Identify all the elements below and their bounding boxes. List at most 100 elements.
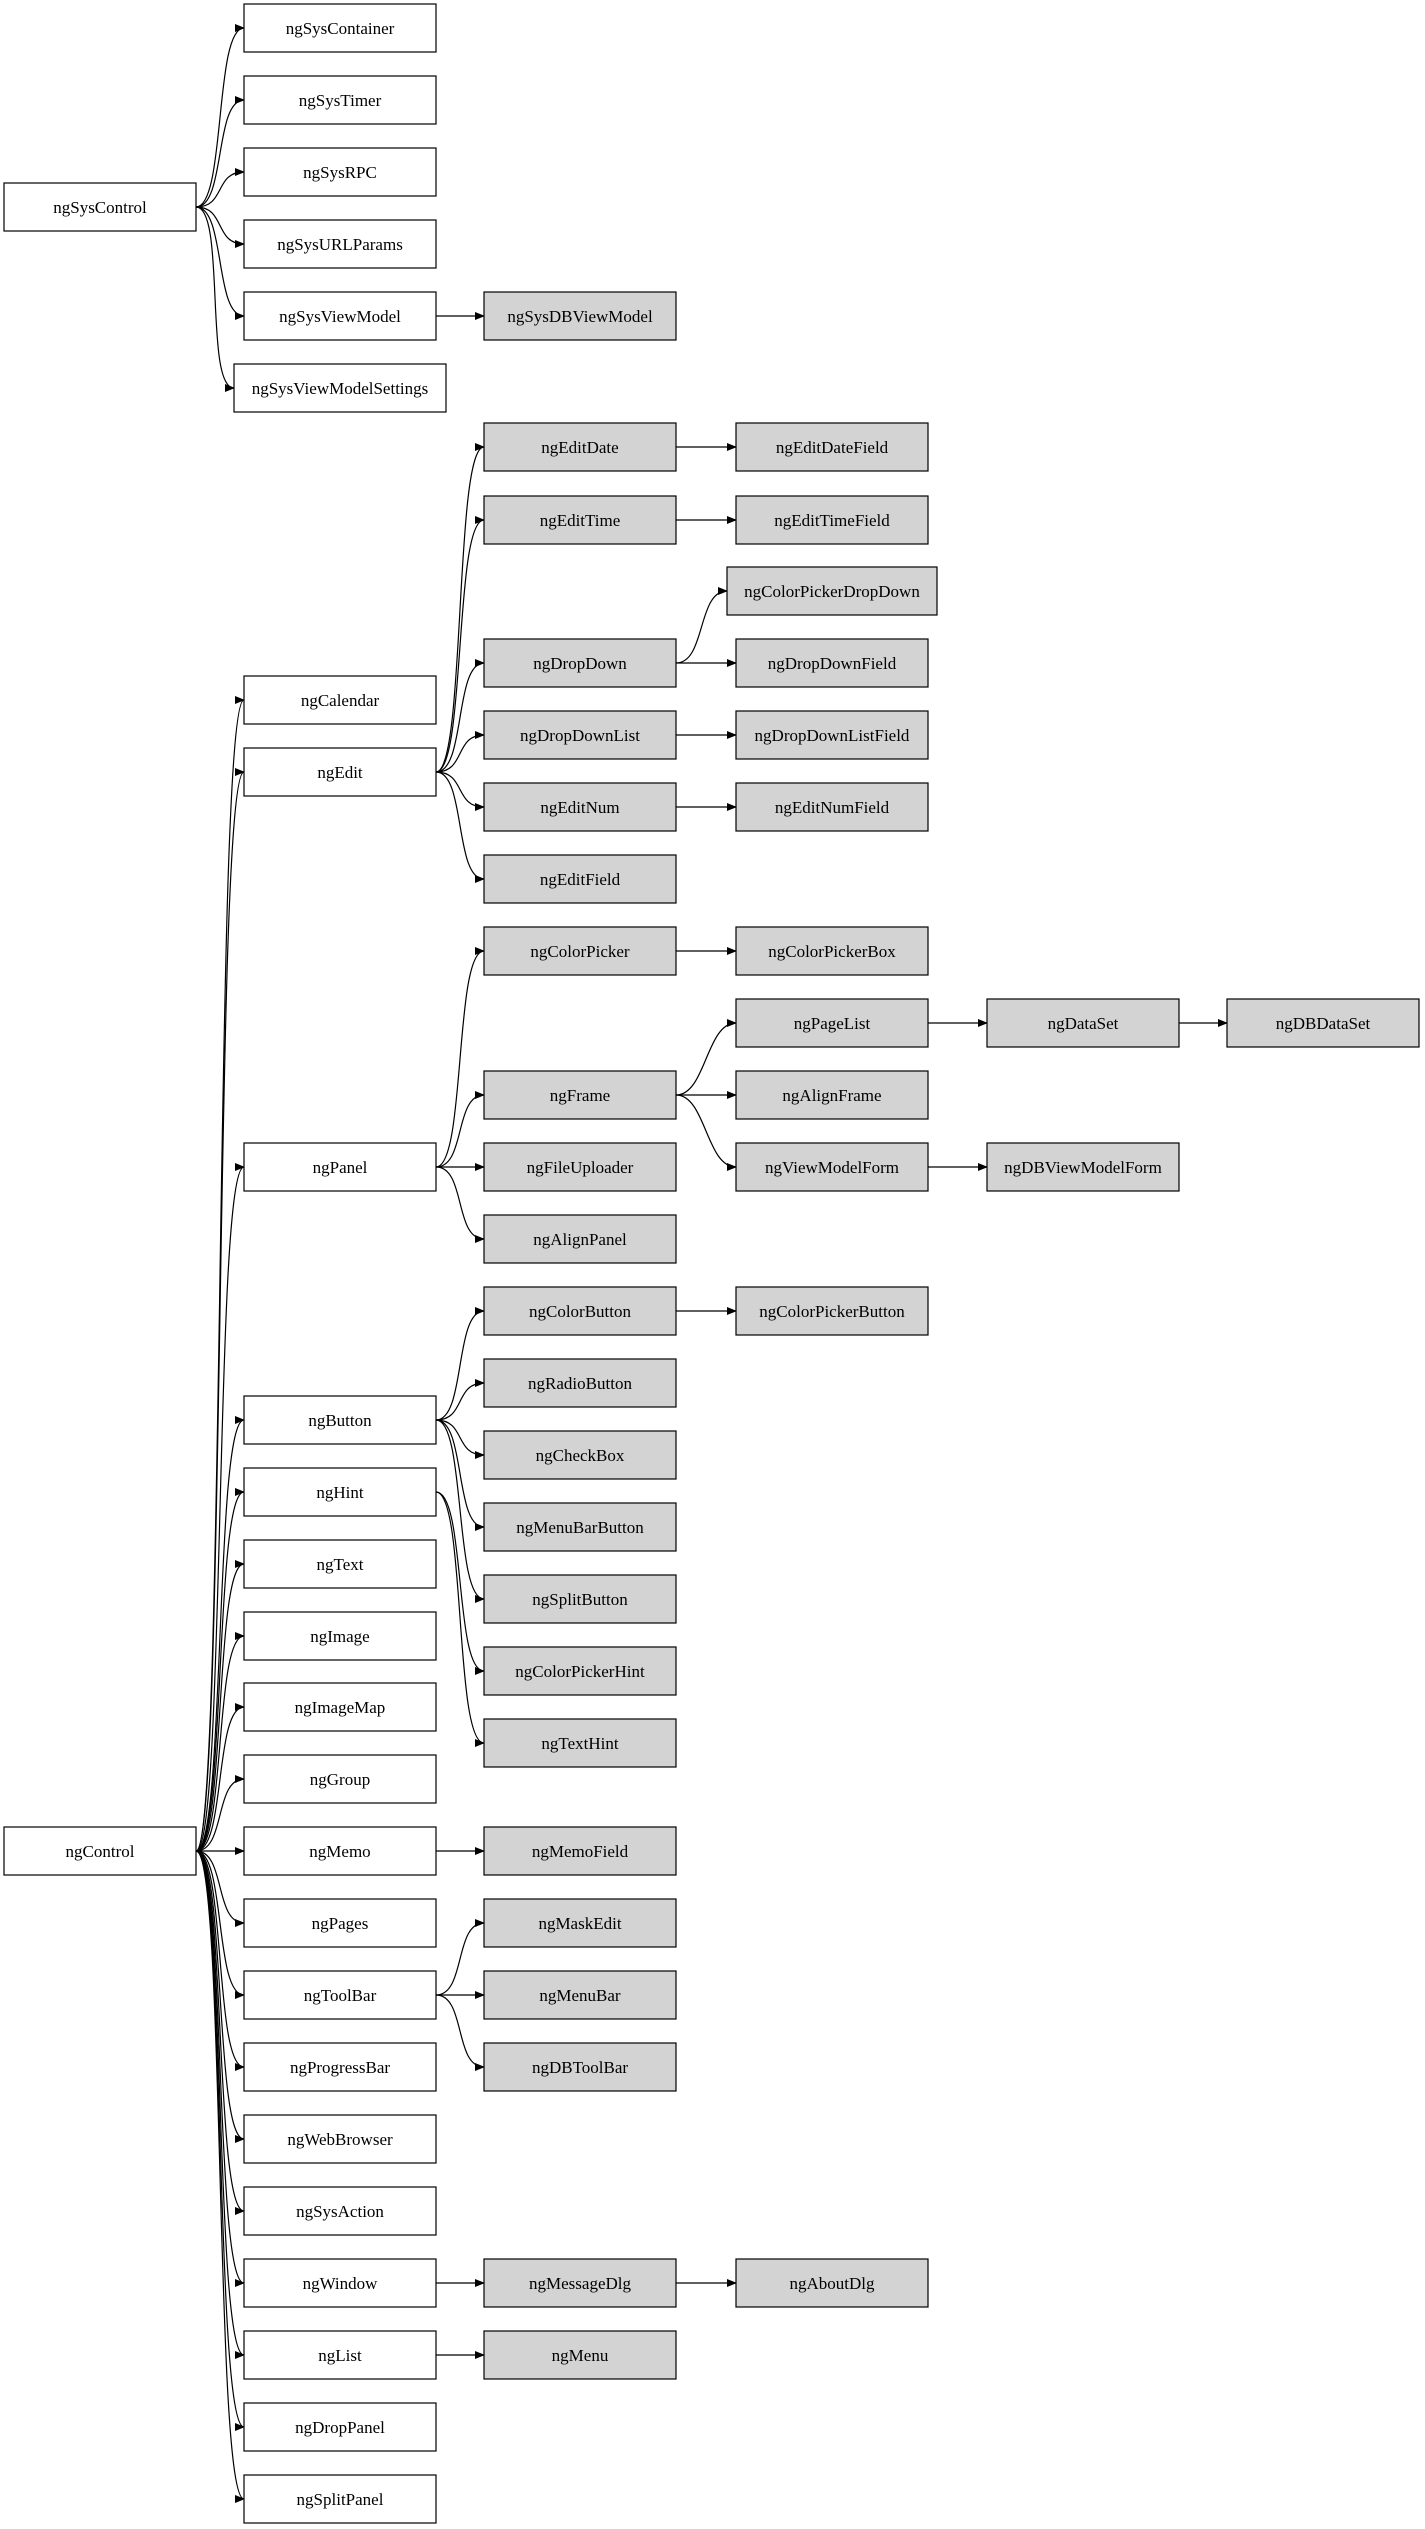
class-box (233, 363, 447, 413)
edge-ng-sys-control-to-ng-sys-rpc (195, 168, 245, 208)
class-label: ngRadioButton (528, 1374, 632, 1393)
class-box (483, 2330, 677, 2380)
class-box (243, 747, 437, 797)
class-node-ng-edit: ngEdit (243, 747, 437, 797)
class-box (986, 1142, 1180, 1192)
class-node-ng-align-frame: ngAlignFrame (735, 1070, 929, 1120)
class-label: ngFileUploader (527, 1158, 634, 1177)
edge-ng-edit-to-ng-drop-down-list (435, 731, 485, 773)
class-box (243, 2330, 437, 2380)
edge-ng-control-to-ng-web-browser (195, 1850, 245, 2143)
class-box (243, 1754, 437, 1804)
class-label: ngEditNum (540, 798, 619, 817)
class-box (243, 1395, 437, 1445)
class-label: ngSysTimer (299, 91, 382, 110)
edge-ng-panel-to-ng-color-picker (435, 947, 485, 1168)
class-label: ngSysControl (53, 198, 147, 217)
class-box (243, 291, 437, 341)
class-node-ng-color-button: ngColorButton (483, 1286, 677, 1336)
class-node-ng-image: ngImage (243, 1611, 437, 1661)
class-box (243, 2258, 437, 2308)
edge-ng-control-to-ng-drop-panel (195, 1850, 245, 2431)
class-box (243, 2474, 437, 2524)
class-box (483, 1142, 677, 1192)
class-node-ng-edit-date-field: ngEditDateField (735, 422, 929, 472)
class-box (243, 1826, 437, 1876)
class-node-ng-edit-num: ngEditNum (483, 782, 677, 832)
class-node-ng-page-list: ngPageList (735, 998, 929, 1048)
edge-ng-control-to-ng-list (195, 1850, 245, 2359)
class-box (483, 422, 677, 472)
class-box (243, 75, 437, 125)
class-node-ng-frame: ngFrame (483, 1070, 677, 1120)
class-label: ngEditTime (540, 511, 621, 530)
class-label: ngPages (312, 1914, 369, 1933)
class-box (243, 1539, 437, 1589)
class-label: ngSysDBViewModel (507, 307, 653, 326)
class-node-ng-sys-action: ngSysAction (243, 2186, 437, 2236)
class-label: ngWebBrowser (287, 2130, 393, 2149)
edge-ng-edit-to-ng-edit-date (435, 443, 485, 773)
edge-ng-control-to-ng-progress-bar (195, 1850, 245, 2071)
class-box (735, 998, 929, 1048)
class-label: ngAlignFrame (782, 1086, 881, 1105)
edges-layer (195, 24, 1228, 2503)
edge-ng-control-to-ng-tool-bar (195, 1850, 245, 1999)
class-node-ng-drop-panel: ngDropPanel (243, 2402, 437, 2452)
class-label: ngAlignPanel (533, 1230, 627, 1249)
class-box (483, 2042, 677, 2092)
class-box (483, 1970, 677, 2020)
edge-ng-control-to-ng-edit (195, 768, 245, 1852)
class-node-ng-drop-down-list-field: ngDropDownListField (735, 710, 929, 760)
class-node-ng-hint: ngHint (243, 1467, 437, 1517)
class-box (243, 2402, 437, 2452)
class-label: ngMessageDlg (529, 2274, 631, 2293)
class-node-ng-pages: ngPages (243, 1898, 437, 1948)
class-label: ngControl (66, 1842, 135, 1861)
class-label: ngSplitPanel (297, 2490, 384, 2509)
class-box (483, 1574, 677, 1624)
class-box (243, 1142, 437, 1192)
edge-ng-tool-bar-to-ng-mask-edit (435, 1919, 485, 1996)
class-node-ng-drop-down: ngDropDown (483, 638, 677, 688)
edge-ng-sys-control-to-ng-sys-container (195, 24, 245, 208)
class-label: ngDBToolBar (532, 2058, 628, 2077)
class-box (735, 926, 929, 976)
class-label: ngEditTimeField (774, 511, 890, 530)
class-box (243, 675, 437, 725)
class-node-ng-group: ngGroup (243, 1754, 437, 1804)
class-node-ng-control: ngControl (3, 1826, 197, 1876)
class-node-ng-tool-bar: ngToolBar (243, 1970, 437, 2020)
edge-ng-hint-to-ng-color-picker-hint (435, 1491, 485, 1675)
edge-ng-drop-down-to-ng-color-picker-drop-down (675, 587, 728, 664)
class-label: ngEditNumField (775, 798, 890, 817)
edge-ng-control-to-ng-button (195, 1416, 245, 1852)
class-node-ng-split-button: ngSplitButton (483, 1574, 677, 1624)
class-label: ngEditDate (541, 438, 618, 457)
class-label: ngSysViewModel (279, 307, 401, 326)
class-node-ng-mask-edit: ngMaskEdit (483, 1898, 677, 1948)
class-box (483, 2258, 677, 2308)
class-node-ng-sys-urlparams: ngSysURLParams (243, 219, 437, 269)
class-label: ngGroup (310, 1770, 370, 1789)
class-label: ngPanel (313, 1158, 368, 1177)
class-label: ngAboutDlg (790, 2274, 876, 2293)
class-label: ngImageMap (295, 1698, 386, 1717)
class-label: ngMenuBar (539, 1986, 621, 2005)
class-box (735, 710, 929, 760)
class-node-ng-color-picker-button: ngColorPickerButton (735, 1286, 929, 1336)
class-label: ngMemo (309, 1842, 370, 1861)
edge-ng-panel-to-ng-frame (435, 1091, 485, 1168)
edge-ng-button-to-ng-check-box (435, 1419, 485, 1459)
class-label: ngButton (308, 1411, 372, 1430)
edge-ng-control-to-ng-image-map (195, 1703, 245, 1852)
class-box (986, 998, 1180, 1048)
edge-ng-control-to-ng-split-panel (195, 1850, 245, 2503)
class-box (483, 495, 677, 545)
class-node-ng-check-box: ngCheckBox (483, 1430, 677, 1480)
class-label: ngSysRPC (303, 163, 377, 182)
edge-ng-edit-to-ng-edit-num (435, 771, 485, 811)
class-label: ngFrame (550, 1086, 610, 1105)
edge-ng-control-to-ng-window (195, 1850, 245, 2287)
